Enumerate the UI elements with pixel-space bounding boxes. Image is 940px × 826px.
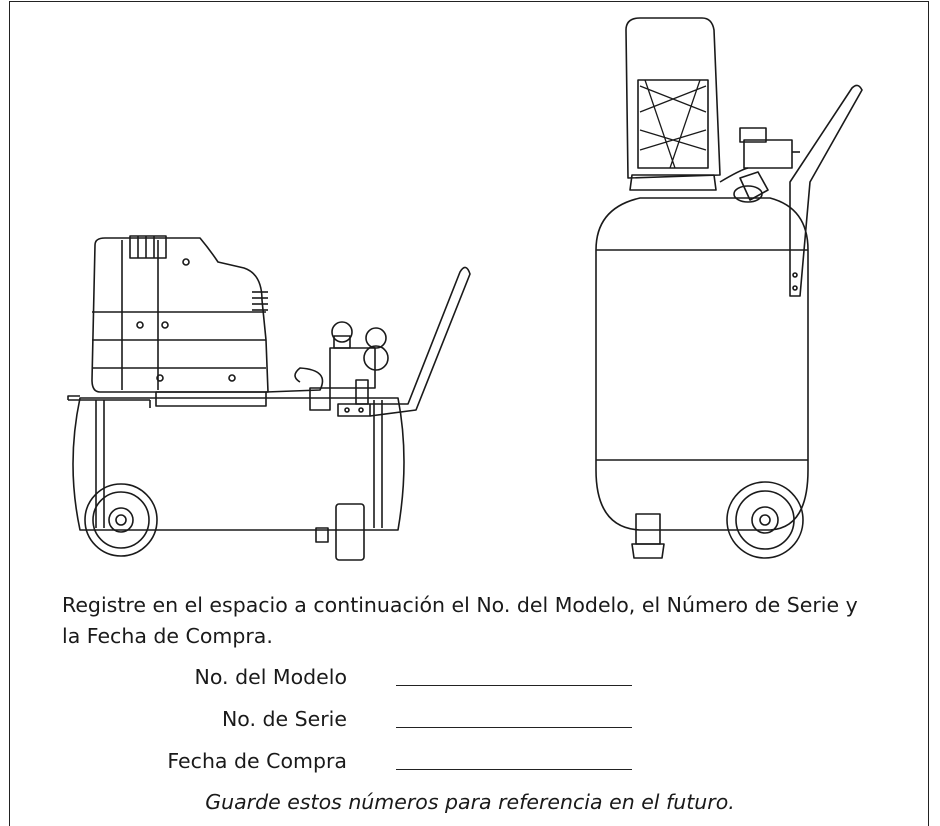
page-border	[9, 1, 929, 826]
reference-note: Guarde estos números para referencia en …	[205, 790, 735, 814]
purchase-date-label: Fecha de Compra	[167, 749, 347, 773]
model-number-blank	[396, 685, 632, 686]
serial-number-blank	[396, 727, 632, 728]
model-number-label: No. del Modelo	[194, 665, 347, 689]
purchase-date-blank	[396, 769, 632, 770]
serial-number-label: No. de Serie	[221, 707, 347, 731]
compressor-illustrations	[67, 17, 863, 561]
horizontal-compressor-drawing	[67, 235, 471, 561]
intro-paragraph: Registre en el espacio a continuación el…	[62, 593, 858, 648]
vertical-compressor-drawing	[595, 17, 863, 559]
